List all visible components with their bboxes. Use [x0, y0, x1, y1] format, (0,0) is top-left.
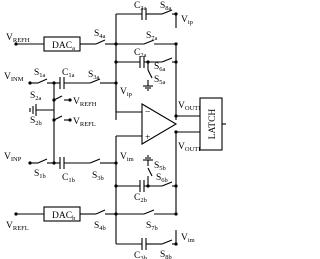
opamp [141, 103, 178, 145]
node-dot [174, 114, 178, 118]
circuit-schematic: C3a S8a Vip VREFH DACa S4a S7a C2a S [4, 1, 226, 259]
s8b-switch [158, 239, 176, 245]
vrefh-top-label: VREFH [6, 33, 30, 44]
s2b-switch [53, 115, 70, 121]
s5a-switch [143, 62, 153, 91]
vrefh-mid-label: VREFH [73, 97, 97, 108]
latch-label: LATCH [208, 109, 218, 140]
s7a-label: S7a [146, 31, 158, 42]
node-dot [68, 98, 72, 102]
c1a-capacitor [59, 77, 90, 89]
s3a-label: S3a [88, 70, 100, 81]
s4b-switch [95, 209, 116, 215]
node-dot [52, 161, 56, 165]
vinp-label: VINP [4, 152, 22, 163]
s7b-switch [143, 209, 176, 215]
voutp-label: VOUTP [178, 142, 202, 153]
s1b-label: S1b [34, 169, 46, 180]
c3a-label: C3a [134, 1, 147, 12]
node-dot [114, 161, 118, 165]
s2b-label: S2b [30, 116, 42, 127]
s4b-label: S4b [94, 221, 106, 232]
dac-b-label: DACb [52, 211, 75, 222]
s7a-switch [143, 39, 176, 45]
voutm-label: VOUTM [178, 101, 204, 112]
s4a-switch [95, 39, 116, 45]
ground-symbol [29, 104, 37, 116]
node-dot [174, 212, 178, 216]
c1a-label: C1a [62, 68, 75, 79]
vim-mid-label: Vim [120, 152, 134, 163]
s3b-label: S3b [92, 171, 104, 182]
s1b-switch [37, 158, 60, 164]
s8a-label: S8a [160, 1, 172, 12]
s1a-label: S1a [34, 68, 46, 79]
vinm-label: VINM [4, 72, 24, 83]
dac-a-label: DACa [52, 41, 75, 52]
s2a-switch [53, 95, 70, 101]
s6a-label: S6a [154, 62, 166, 73]
c3b-capacitor [116, 238, 158, 250]
s1a-switch [37, 78, 60, 84]
s4a-label: S4a [94, 29, 106, 40]
vrefl-bottom-label: VREFL [6, 221, 29, 232]
vip-top-label: Vip [181, 15, 193, 26]
s2a-label: S2a [30, 91, 42, 102]
c2b-capacitor [116, 180, 162, 192]
s3b-switch [89, 158, 116, 164]
node-dot [146, 184, 150, 188]
c3a-capacitor [116, 8, 158, 20]
c1b-label: C1b [62, 173, 75, 184]
vrefl-mid-label: VREFL [73, 117, 96, 128]
s6a-switch [161, 57, 176, 63]
node-dot [68, 118, 72, 122]
opamp-minus: − [145, 108, 150, 118]
c2b-label: C2b [134, 193, 147, 204]
c2a-label: C2a [134, 48, 147, 59]
schematic-svg: C3a S8a Vip VREFH DACa S4a S7a C2a S [4, 1, 226, 259]
c3b-label: C3b [134, 251, 147, 259]
s5a-label: S5a [154, 75, 166, 86]
s3a-switch [89, 78, 116, 84]
s5b-switch [143, 155, 153, 186]
c1b-capacitor [59, 157, 90, 169]
s6b-label: S6b [156, 173, 168, 184]
s7b-label: S7b [146, 221, 158, 232]
vip-mid-label: Vip [120, 87, 132, 98]
vim-bottom-label: Vim [181, 233, 195, 244]
s5b-label: S5b [154, 161, 166, 172]
s8b-label: S8b [160, 250, 172, 259]
opamp-plus: + [145, 133, 150, 143]
